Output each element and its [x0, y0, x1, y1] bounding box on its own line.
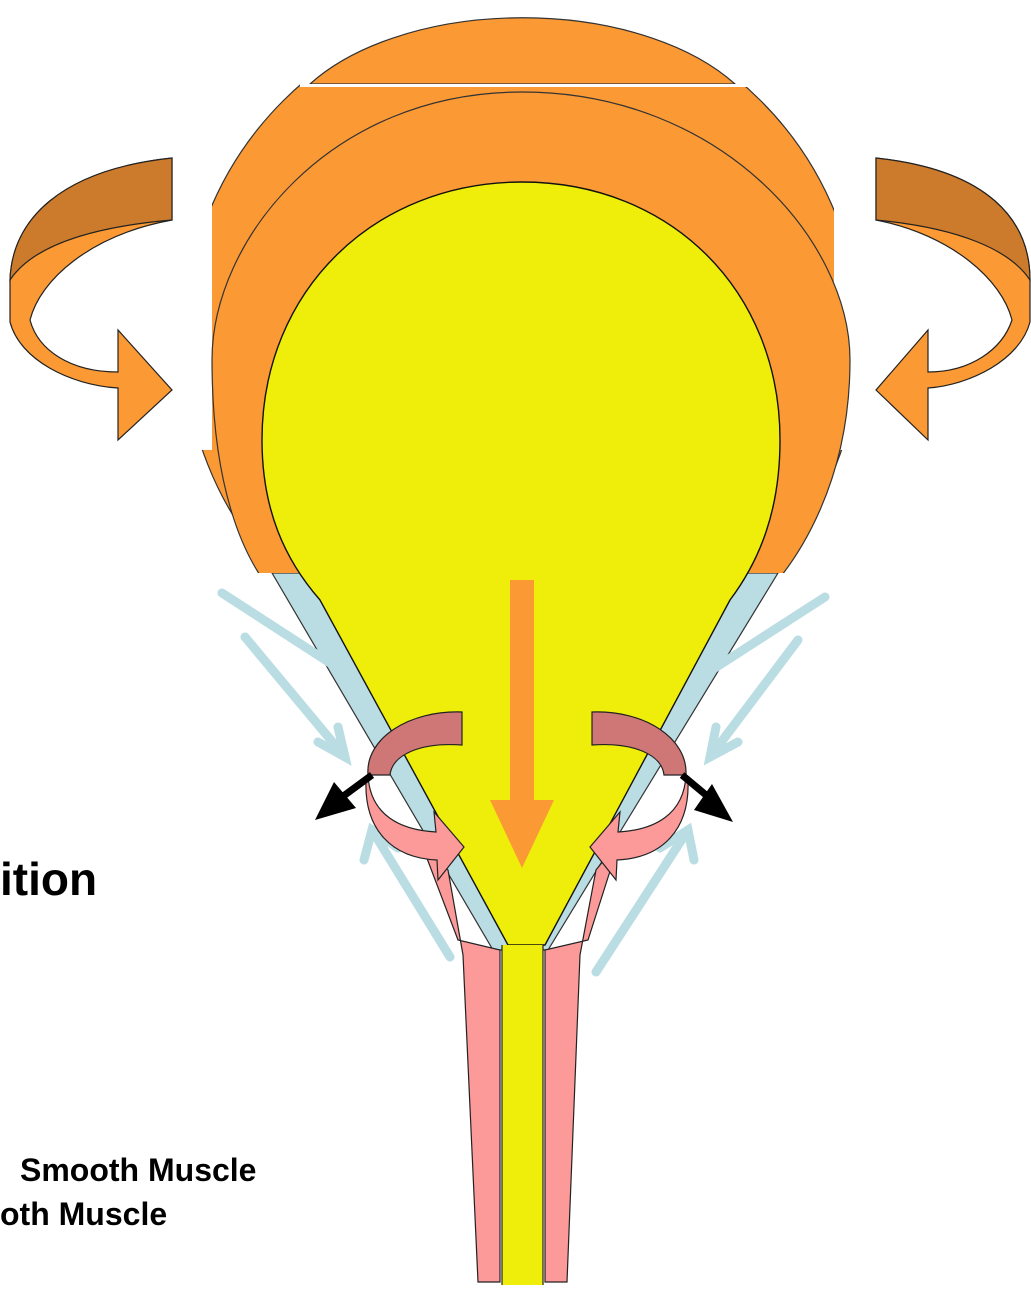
ring-gap-left	[175, 150, 212, 450]
curved-arrow-right-icon	[876, 158, 1030, 440]
curved-arrow-left-icon	[10, 158, 172, 440]
legend-label-smooth-muscle-2: oth Muscle	[0, 1196, 167, 1233]
black-arrow-left-icon	[315, 775, 372, 820]
urethra-lumen	[502, 945, 543, 1285]
black-arrow-right-icon	[682, 775, 733, 822]
legend-label-smooth-muscle: Smooth Muscle	[20, 1152, 256, 1189]
title-label: ition	[0, 852, 97, 906]
